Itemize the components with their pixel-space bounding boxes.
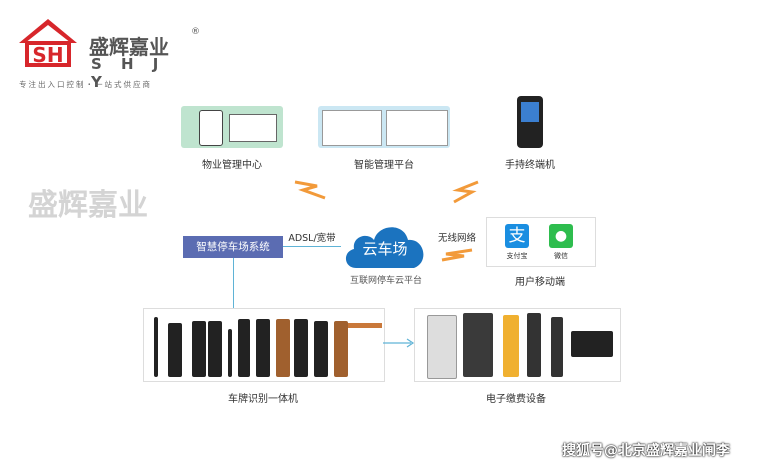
payment-devices-box bbox=[414, 308, 621, 382]
payment-label: 电子缴费设备 bbox=[486, 394, 546, 405]
parking-system-box: 智慧停车场系统 bbox=[183, 236, 283, 258]
signal-bolt-icon bbox=[294, 180, 326, 200]
watermark: 盛辉嘉业 bbox=[28, 188, 148, 223]
slogan: 专注出入口控制・一站式供应商 bbox=[19, 80, 152, 89]
platform-image bbox=[318, 106, 450, 148]
cloud-icon bbox=[345, 227, 424, 268]
connector-line bbox=[233, 258, 234, 310]
brand-latin: S H J Y bbox=[91, 55, 166, 91]
alipay-label: 支付宝 bbox=[506, 252, 528, 260]
cloud-title: 云车场 bbox=[362, 240, 408, 258]
mobile-label: 用户移动端 bbox=[515, 277, 565, 288]
signal-bolt-icon bbox=[452, 180, 479, 204]
lpr-devices-box bbox=[143, 308, 385, 382]
svg-text:SH: SH bbox=[32, 43, 63, 67]
wechat-icon[interactable]: ● bbox=[549, 224, 573, 248]
connector-line bbox=[283, 246, 341, 247]
handheld-label: 手持终端机 bbox=[505, 160, 555, 171]
wireless-label: 无线网络 bbox=[437, 233, 476, 244]
cloud-caption: 互联网停车云平台 bbox=[349, 276, 422, 286]
platform-label: 智能管理平台 bbox=[354, 160, 414, 171]
arrow-right-icon bbox=[383, 338, 415, 348]
registered-mark: ® bbox=[191, 27, 200, 37]
wechat-label: 微信 bbox=[554, 252, 568, 260]
signal-bolt-icon bbox=[441, 248, 473, 262]
property-center-image bbox=[181, 106, 283, 148]
brand-name: 盛辉嘉业 bbox=[89, 35, 169, 59]
footer-watermark: 搜狐号@北京盛辉嘉业闸李 bbox=[562, 443, 730, 459]
adsl-label: ADSL/宽带 bbox=[288, 233, 336, 244]
handheld-image bbox=[517, 96, 543, 148]
property-center-label: 物业管理中心 bbox=[202, 160, 262, 171]
mobile-apps-box: 支 ● 支付宝 微信 bbox=[486, 217, 596, 267]
logo: SH 盛辉嘉业 ® S H J Y 专注出入口控制・一站式供应商 bbox=[15, 15, 200, 91]
house-logo-icon: SH bbox=[19, 19, 77, 67]
lpr-label: 车牌识别一体机 bbox=[228, 394, 298, 405]
alipay-icon[interactable]: 支 bbox=[505, 224, 529, 248]
